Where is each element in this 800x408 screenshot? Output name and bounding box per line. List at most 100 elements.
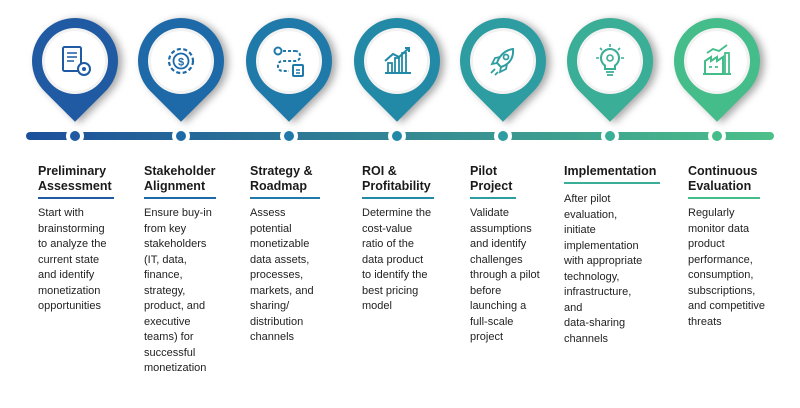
timeline-dot	[280, 127, 298, 145]
step-description-line: from key	[144, 222, 187, 235]
step-title: Implementation	[564, 164, 656, 179]
step-pin	[549, 0, 671, 122]
step-description-line: current state	[38, 253, 100, 266]
step-description-line: product	[688, 238, 725, 250]
step-description-line: best pricing	[362, 284, 419, 297]
step-description-line: with appropriate	[564, 255, 643, 267]
step-description-line: Regularly	[688, 207, 735, 219]
step-description-line: evaluation,	[564, 208, 618, 221]
dollar-gear-icon: $	[167, 47, 195, 75]
step-pin	[336, 0, 458, 122]
step-title-underline	[564, 182, 660, 184]
step-description-line: before	[470, 284, 502, 297]
step-title-underline	[688, 197, 760, 199]
step-description-line: data assets,	[250, 253, 310, 266]
step-description-line: performance,	[688, 253, 753, 266]
step-title: ROI &Profitability	[362, 164, 431, 194]
step-pin	[14, 0, 136, 122]
step-description-line: processes,	[250, 269, 304, 281]
step-title-line: Project	[470, 179, 513, 193]
step-pin	[228, 0, 350, 122]
step-title-underline	[362, 197, 434, 199]
step-description-line: infrastructure,	[564, 286, 632, 298]
step-description-line: consumption,	[688, 269, 754, 281]
step-description-line: finance,	[144, 269, 183, 281]
lightbulb-gear-icon	[596, 44, 624, 76]
step-description-line: project	[470, 331, 504, 343]
factory-chart-icon	[703, 44, 731, 75]
step-description-line: and	[564, 301, 583, 314]
step-description-line: threats	[688, 315, 722, 328]
step-title-underline	[250, 197, 320, 199]
pin-circle	[148, 28, 214, 94]
step-title-line: Stakeholder	[144, 164, 216, 178]
step-description-line: data-sharing	[564, 317, 626, 329]
step-title-line: Alignment	[144, 179, 206, 193]
step-description-line: Validate	[470, 207, 509, 219]
timeline-dot	[172, 127, 190, 145]
timeline-dot	[494, 127, 512, 145]
step-description-line: successful	[144, 346, 196, 359]
step-description-line: markets, and	[250, 284, 314, 297]
roadmap-icon	[273, 46, 304, 77]
step-description-line: to analyze the	[38, 238, 107, 250]
step-title-line: Pilot	[470, 164, 498, 178]
step-description-line: initiate	[564, 224, 596, 236]
step-title-line: ROI &	[362, 164, 397, 178]
step-description-line: After pilot	[564, 193, 611, 205]
timeline-dot	[66, 127, 84, 145]
step-description-line: full-scale	[470, 315, 514, 328]
step-description-line: and competitive	[688, 300, 766, 312]
step-description-line: executive	[144, 315, 191, 328]
step-description-line: channels	[564, 332, 609, 345]
rocket-icon	[490, 47, 515, 76]
step-pin	[656, 0, 778, 122]
step-title-line: Profitability	[362, 179, 431, 193]
timeline-dot	[601, 127, 619, 145]
step-title-underline	[38, 197, 114, 199]
step-description-line: product, and	[144, 300, 206, 312]
step-title-line: Implementation	[564, 164, 657, 178]
step-title: Strategy &Roadmap	[250, 164, 313, 194]
step-title-line: Preliminary	[38, 164, 107, 178]
step-description-line: implementation	[564, 239, 639, 252]
step-description: Regularly monitor data product performance,…	[688, 206, 765, 330]
step-description-line: monetization	[38, 284, 101, 297]
pin-circle	[364, 28, 430, 94]
step-description-line: and identify	[38, 269, 95, 281]
step-description-line: Assess	[250, 207, 286, 219]
step-title-line: Assessment	[38, 179, 112, 193]
step-description: Start with brainstorming to analyze the cur…	[38, 206, 107, 315]
step-description-line: monitor data	[688, 222, 750, 235]
step-title-line: Evaluation	[688, 179, 752, 193]
step-description-line: through a pilot	[470, 269, 540, 281]
pin-circle	[470, 28, 536, 94]
step-description-line: challenges	[470, 253, 523, 266]
step-title-underline	[144, 197, 216, 199]
step-description-line: sharing/	[250, 300, 290, 312]
step-description-line: channels	[250, 331, 295, 343]
step-description-line: Start with	[38, 207, 84, 219]
step-description-line: opportunities	[38, 300, 101, 312]
step-description-line: monetizable	[250, 238, 310, 250]
step-title-line: Roadmap	[250, 179, 307, 193]
step-pin: $	[120, 0, 242, 122]
document-gear-icon	[62, 46, 91, 76]
timeline-dot	[388, 127, 406, 145]
step-description-line: technology,	[564, 270, 620, 283]
step-title-line: Continuous	[688, 164, 758, 178]
step-description-line: cost-value	[362, 222, 413, 235]
step-description-line: stakeholders	[144, 238, 207, 250]
step-description-line: distribution	[250, 315, 304, 328]
step-description-line: data product	[362, 253, 424, 266]
step-description-line: and identify	[470, 238, 527, 250]
timeline-dot	[708, 127, 726, 145]
step-description-line: brainstorming	[38, 222, 105, 235]
